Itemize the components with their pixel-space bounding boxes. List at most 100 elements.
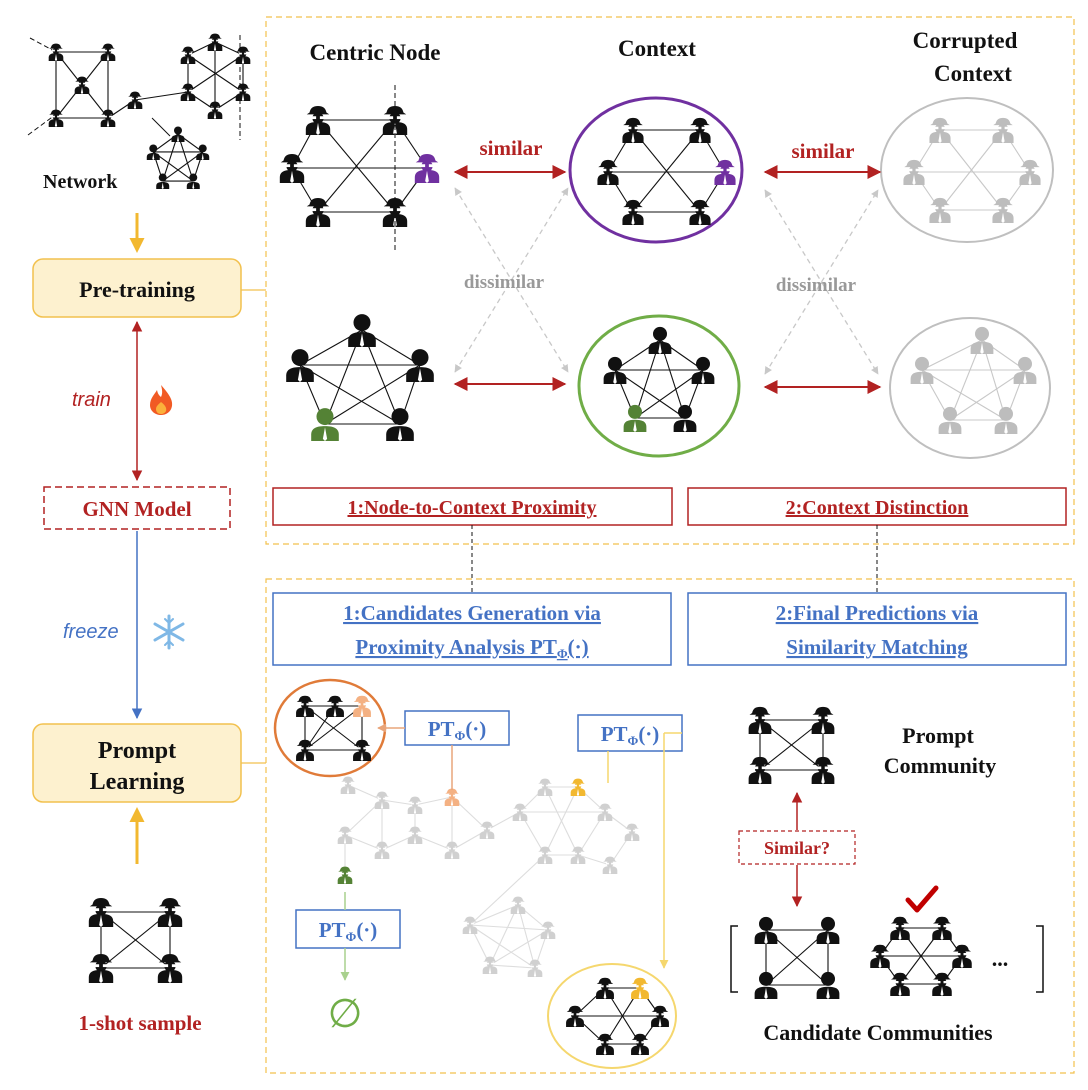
ellipsis: ... <box>992 946 1009 971</box>
person-icon <box>648 326 672 354</box>
faded-network-graph <box>337 776 640 977</box>
candidate-community-1 <box>754 916 840 999</box>
step2-prompt-line1: 2:Final Predictions via <box>776 601 979 625</box>
prompt-learning-panel: 1:Candidates Generation via Proximity An… <box>265 578 1075 1074</box>
step2-prompt-box[interactable] <box>687 592 1067 666</box>
agent-icon <box>510 896 526 914</box>
network-cluster-a <box>48 43 143 127</box>
graph-edge <box>517 904 536 969</box>
agent-icon <box>207 33 223 51</box>
graph-edge <box>162 151 204 182</box>
agent-icon <box>479 821 495 839</box>
candidate-communities-label: Candidate Communities <box>763 1020 993 1045</box>
network-cluster-c <box>146 126 210 190</box>
agent-icon <box>602 856 618 874</box>
corrupted-hexagon-graph <box>903 117 1041 223</box>
step1-pretraining-box[interactable] <box>272 487 673 526</box>
dissimilar-label-1: dissimilar <box>464 272 545 293</box>
check-icon <box>905 885 939 913</box>
graph-edge <box>921 369 1007 421</box>
graph-edge <box>469 904 519 926</box>
pretraining-label: Pre-training <box>79 277 195 302</box>
step1-pretraining-label: 1:Node-to-Context Proximity <box>347 497 596 519</box>
person-icon <box>970 326 994 354</box>
agent-icon <box>374 841 390 859</box>
step2-pretraining-label: 2:Context Distinction <box>786 497 969 519</box>
step2-pretraining-box[interactable] <box>687 487 1067 526</box>
snowflake-icon <box>153 614 185 650</box>
pt-label: PT <box>601 722 628 746</box>
centric-hexagon-graph <box>279 105 440 227</box>
dashed-link <box>27 114 56 136</box>
graph-edge <box>324 364 421 425</box>
gnn-model-box[interactable] <box>43 486 231 530</box>
agent-icon <box>527 959 543 977</box>
svg-text:PTΦ(·): PTΦ(·) <box>428 717 487 743</box>
graph-edge <box>317 119 396 213</box>
agent-icon <box>540 921 556 939</box>
network-cluster-b <box>180 33 251 119</box>
graph-edge <box>414 834 453 851</box>
graph-edge <box>489 964 536 969</box>
bracket-right <box>1036 925 1044 993</box>
col-corrupted-line1: Corrupted <box>913 28 1018 53</box>
candidate-graph-yellow <box>566 977 669 1055</box>
graph-edge <box>489 904 519 966</box>
graph-edge <box>544 786 579 856</box>
candidate-community-2 <box>870 916 972 996</box>
pt-box-green[interactable]: PTΦ(·) <box>295 909 401 949</box>
similar-label-2: similar <box>792 139 855 163</box>
pt-sub: Φ <box>455 728 466 743</box>
col-centric-node: Centric Node <box>310 40 441 65</box>
pretraining-graphs <box>279 85 1054 459</box>
agent-icon <box>624 823 640 841</box>
dashed-link <box>29 37 57 53</box>
step1-prompt-line2: Proximity Analysis PTΦ(·) <box>355 635 588 661</box>
graph-edge <box>414 796 453 806</box>
context-pentagon-graph <box>603 326 715 432</box>
similar-q-box[interactable] <box>738 830 856 865</box>
graph-edge <box>614 369 686 419</box>
one-shot-sample-graph <box>88 897 183 983</box>
col-corrupted-line2: Context <box>934 61 1012 86</box>
graph-edge <box>304 705 363 751</box>
bracket-left <box>730 925 738 993</box>
person-icon <box>171 126 185 142</box>
step1-prompt-line1: 1:Candidates Generation via <box>343 601 601 625</box>
step1-prompt-box[interactable] <box>272 592 672 666</box>
prompt-learning-line2: Learning <box>90 769 185 795</box>
gnn-model-label: GNN Model <box>82 497 191 521</box>
graph-edge <box>577 854 611 866</box>
agent-icon <box>235 46 251 64</box>
pt-label: PT <box>428 717 455 741</box>
graph-edge <box>469 924 549 931</box>
agent-icon <box>337 866 353 884</box>
agent-icon <box>180 46 196 64</box>
pt-sub: Φ <box>346 929 357 944</box>
step1-line2-tail: (·) <box>568 635 589 659</box>
pretraining-box[interactable] <box>32 258 242 318</box>
one-shot-graph <box>88 897 183 983</box>
agent-icon <box>444 841 460 859</box>
centric-pentagon-graph <box>286 314 434 441</box>
graph-edge <box>939 129 1004 211</box>
step1-line2-main: Proximity Analysis PT <box>355 635 556 659</box>
graph-edge <box>344 834 383 851</box>
pretraining-panel: Centric Node Context Corrupted Context s… <box>265 16 1075 545</box>
pt-args: (·) <box>638 722 659 746</box>
step1-line2-sub: Φ <box>557 646 568 661</box>
fire-icon <box>150 385 173 415</box>
prompt-community-graph <box>748 706 835 784</box>
agent-icon <box>337 826 353 844</box>
graph-edge <box>469 924 536 969</box>
graph-edge <box>299 364 401 425</box>
prompt-community-line2: Community <box>884 753 996 778</box>
left-panel: Network Pre-training train GNN Model fre… <box>27 33 251 1035</box>
graph-edge <box>469 854 546 926</box>
pt-box-orange[interactable]: PTΦ(·) <box>404 710 510 746</box>
corrupted-ring-bottom <box>889 317 1051 459</box>
prompt-panel-border <box>265 578 1075 1074</box>
graph-edge <box>632 129 701 213</box>
agent-icon <box>407 826 423 844</box>
